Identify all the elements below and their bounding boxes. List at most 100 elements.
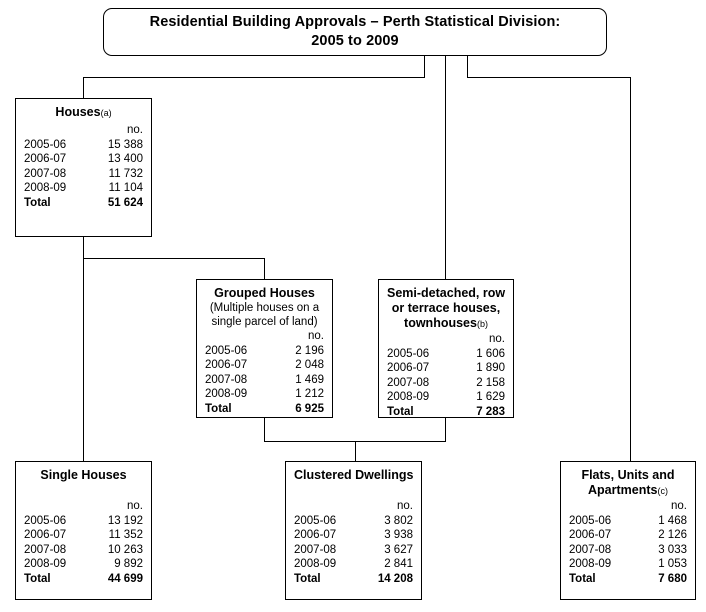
unit-header: no. — [127, 500, 143, 512]
row-value: 2 196 — [295, 344, 324, 357]
row-label: 2008-09 — [24, 182, 67, 194]
row-value: 1 469 — [295, 373, 324, 386]
box-semi-detached-table: no. 2005-06 1 606 2006-07 1 890 2007-08 … — [387, 332, 505, 419]
table-row: 2005-06 15 388 — [24, 138, 143, 153]
box-flats-units-apartments-table: no. 2005-06 1 468 2006-07 2 126 2007-08 … — [569, 499, 687, 586]
total-value: 14 208 — [377, 572, 413, 585]
row-value: 2 126 — [658, 529, 687, 541]
table-row-unit: no. — [205, 329, 324, 344]
box-single-houses-title: Single Houses — [40, 468, 127, 482]
table-row: 2008-09 1 053 — [569, 557, 687, 572]
row-label: 2005-06 — [569, 514, 612, 527]
table-row-total: Total 7 283 — [387, 405, 505, 420]
connector-houses-down — [83, 237, 84, 462]
total-value: 44 699 — [107, 572, 143, 585]
row-label: 2007-08 — [24, 167, 67, 180]
row-value: 1 606 — [476, 347, 505, 360]
row-value: 11 104 — [108, 182, 143, 194]
row-value: 3 802 — [384, 514, 413, 527]
row-value: 15 388 — [107, 138, 143, 151]
table-row: 2008-09 9 892 — [24, 557, 143, 572]
table-row: 2005-06 3 802 — [294, 514, 413, 529]
box-houses-title: Houses(a) — [24, 105, 143, 121]
unit-header: no. — [308, 330, 324, 342]
box-semi-detached-title-line3: townhouses(b) — [387, 316, 505, 332]
box-grouped-houses-subtitle-line2: single parcel of land) — [211, 316, 318, 328]
table-row-unit: no. — [387, 332, 505, 347]
row-label: 2005-06 — [24, 138, 67, 151]
box-houses-footnote: (a) — [100, 108, 112, 118]
table-row-total: Total 7 680 — [569, 572, 687, 587]
connector-stem-right — [467, 56, 468, 78]
box-grouped-houses-table: no. 2005-06 2 196 2006-07 2 048 2007-08 … — [205, 329, 324, 416]
row-label: 2007-08 — [205, 373, 248, 386]
unit-header: no. — [127, 124, 143, 136]
unit-blank — [24, 499, 89, 514]
table-row: 2006-07 2 126 — [569, 528, 687, 543]
unit-header: no. — [397, 500, 413, 512]
row-value: 1 629 — [476, 391, 505, 403]
box-semi-detached-footnote: (b) — [476, 319, 488, 329]
row-value: 3 033 — [658, 543, 687, 556]
row-value: 3 938 — [384, 529, 413, 541]
table-row: 2005-06 1 606 — [387, 347, 505, 362]
box-single-houses: Single Houses no. 2005-06 13 192 2006-07… — [15, 461, 152, 600]
spacer — [24, 483, 143, 499]
row-label: 2007-08 — [24, 543, 67, 556]
table-row: 2006-07 2 048 — [205, 358, 324, 373]
row-label: 2008-09 — [569, 558, 612, 570]
row-label: 2008-09 — [24, 558, 67, 570]
connector-stem-left — [424, 56, 425, 78]
row-label: 2007-08 — [569, 543, 612, 556]
connector-houses-to-grouped-horizontal — [83, 258, 265, 259]
table-row: 2007-08 10 263 — [24, 543, 143, 558]
total-value: 7 283 — [476, 405, 505, 418]
table-row-unit: no. — [294, 499, 413, 514]
total-value: 6 925 — [295, 402, 324, 415]
box-grouped-houses-subtitle-line1: (Multiple houses on a — [209, 302, 320, 314]
row-value: 2 158 — [476, 376, 505, 389]
connector-right-drop — [630, 77, 631, 462]
table-row: 2005-06 2 196 — [205, 344, 324, 359]
table-row: 2005-06 13 192 — [24, 514, 143, 529]
table-row-total: Total 14 208 — [294, 572, 413, 587]
connector-clustered-drop — [355, 441, 356, 462]
box-flats-units-apartments-title-line2-text: Apartments — [588, 483, 658, 497]
row-label: 2006-07 — [24, 529, 67, 541]
table-row: 2008-09 2 841 — [294, 557, 413, 572]
box-clustered-dwellings-title: Clustered Dwellings — [294, 468, 414, 482]
box-grouped-houses: Grouped Houses (Multiple houses on a sin… — [196, 279, 333, 418]
connector-stem-middle — [445, 56, 446, 441]
unit-header: no. — [671, 500, 687, 512]
row-value: 2 841 — [384, 558, 413, 570]
table-row: 2006-07 1 890 — [387, 361, 505, 376]
row-value: 11 732 — [108, 167, 143, 180]
box-houses: Houses(a) no. 2005-06 15 388 2006-07 13 … — [15, 98, 152, 237]
row-label: 2005-06 — [24, 514, 67, 527]
box-flats-units-apartments-title-line2: Apartments(c) — [569, 483, 687, 499]
box-houses-title-text: Houses — [55, 105, 101, 119]
table-row: 2007-08 3 033 — [569, 543, 687, 558]
box-grouped-houses-title: Grouped Houses — [214, 286, 315, 300]
unit-blank — [569, 499, 639, 514]
row-label: 2006-07 — [569, 529, 612, 541]
box-flats-units-apartments-title-line1: Flats, Units and — [581, 468, 675, 482]
unit-blank — [24, 123, 89, 138]
total-label: Total — [294, 572, 321, 585]
row-value: 13 400 — [107, 153, 143, 165]
row-label: 2008-09 — [387, 391, 430, 403]
row-label: 2008-09 — [294, 558, 337, 570]
table-row-unit: no. — [24, 499, 143, 514]
table-row: 2006-07 13 400 — [24, 152, 143, 167]
total-label: Total — [387, 405, 414, 418]
box-semi-detached-title-line1: Semi-detached, row — [387, 286, 506, 300]
row-label: 2007-08 — [294, 543, 337, 556]
row-value: 1 212 — [295, 388, 324, 400]
row-value: 3 627 — [384, 543, 413, 556]
row-label: 2005-06 — [294, 514, 337, 527]
unit-blank — [294, 499, 359, 514]
unit-blank — [387, 332, 457, 347]
row-label: 2006-07 — [387, 362, 430, 374]
row-value: 10 263 — [107, 543, 143, 556]
unit-blank — [205, 329, 276, 344]
